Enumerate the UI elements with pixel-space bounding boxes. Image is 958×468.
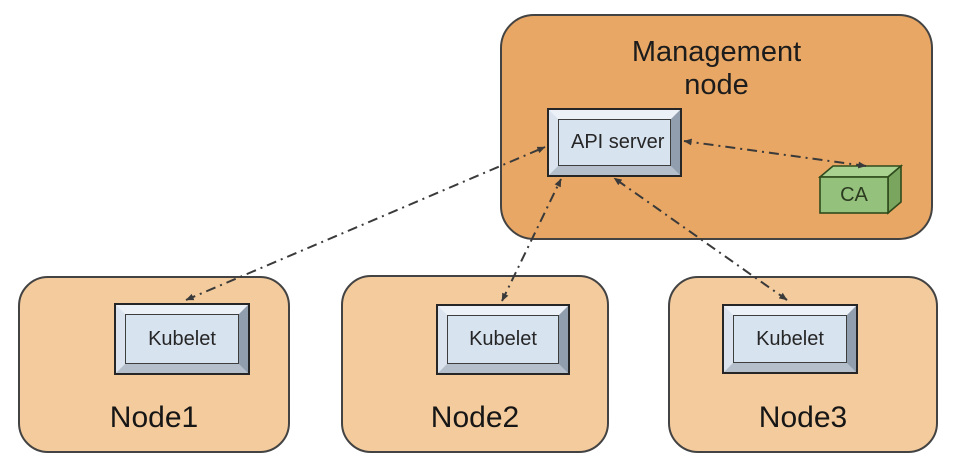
node3-label: Node3 <box>758 401 848 434</box>
node2-group: Kubelet Node2 <box>341 275 609 453</box>
management-node-label: Management node <box>631 36 802 101</box>
ca-box: CA <box>817 162 906 217</box>
ca-3d-shape <box>817 164 904 215</box>
node1-label: Node1 <box>109 401 199 434</box>
api-server-bevel-frame: API server <box>549 110 680 175</box>
node1-kubelet-label: Kubelet <box>125 314 239 364</box>
node2-kubelet-box: Kubelet <box>436 304 570 375</box>
node2-kubelet-label: Kubelet <box>447 315 559 364</box>
ca-label: CA <box>840 183 868 206</box>
node3-group: Kubelet Node3 <box>668 276 938 453</box>
node3-kubelet-box: Kubelet <box>722 304 858 374</box>
management-node-group: Management node API server CA <box>500 14 933 240</box>
node1-group: Kubelet Node1 <box>18 276 290 453</box>
node2-kubelet-bevel-frame: Kubelet <box>438 306 568 373</box>
api-server-box: API server <box>547 108 682 177</box>
ca-front-face <box>819 176 889 214</box>
node3-kubelet-bevel-frame: Kubelet <box>724 306 856 372</box>
node2-label: Node2 <box>430 401 520 434</box>
node1-kubelet-bevel-frame: Kubelet <box>116 305 248 373</box>
node1-kubelet-box: Kubelet <box>114 303 250 375</box>
api-server-label: API server <box>558 119 671 166</box>
node3-kubelet-label: Kubelet <box>733 315 847 363</box>
